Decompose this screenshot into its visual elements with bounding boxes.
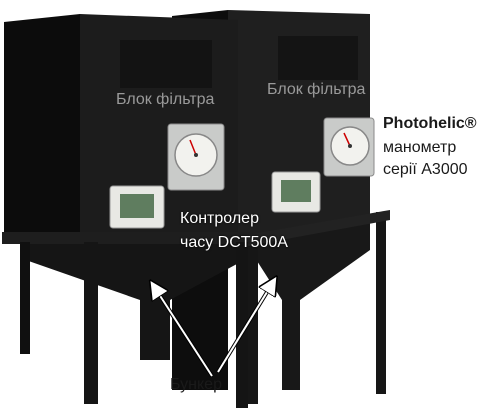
arrow-icon bbox=[155, 288, 213, 377]
arrow-icon bbox=[217, 284, 272, 373]
hopper-label: Бункер bbox=[170, 376, 222, 393]
controller-line2: часу DCT500A bbox=[180, 234, 288, 251]
left-leg-right bbox=[236, 242, 248, 408]
filter-unit-left-label: Блок фільтра bbox=[116, 91, 215, 108]
photohelic-line3: серії A3000 bbox=[383, 161, 468, 178]
left-leg-back bbox=[20, 242, 30, 354]
controller-line1: Контролер bbox=[180, 210, 259, 227]
left-leg-front bbox=[84, 242, 98, 404]
right-leg-front bbox=[248, 236, 258, 404]
photohelic-title: Photohelic® bbox=[383, 115, 477, 132]
timer-controller-icon bbox=[271, 171, 321, 213]
vent-grille-icon bbox=[120, 40, 212, 88]
photohelic-gauge-icon bbox=[167, 123, 225, 191]
photohelic-gauge-icon bbox=[323, 117, 375, 177]
photohelic-line2: манометр bbox=[383, 139, 457, 156]
timer-controller-icon bbox=[109, 185, 165, 229]
filter-unit-right-label: Блок фільтра bbox=[267, 81, 366, 98]
vent-grille-icon bbox=[278, 36, 358, 80]
right-leg-back bbox=[376, 212, 386, 394]
